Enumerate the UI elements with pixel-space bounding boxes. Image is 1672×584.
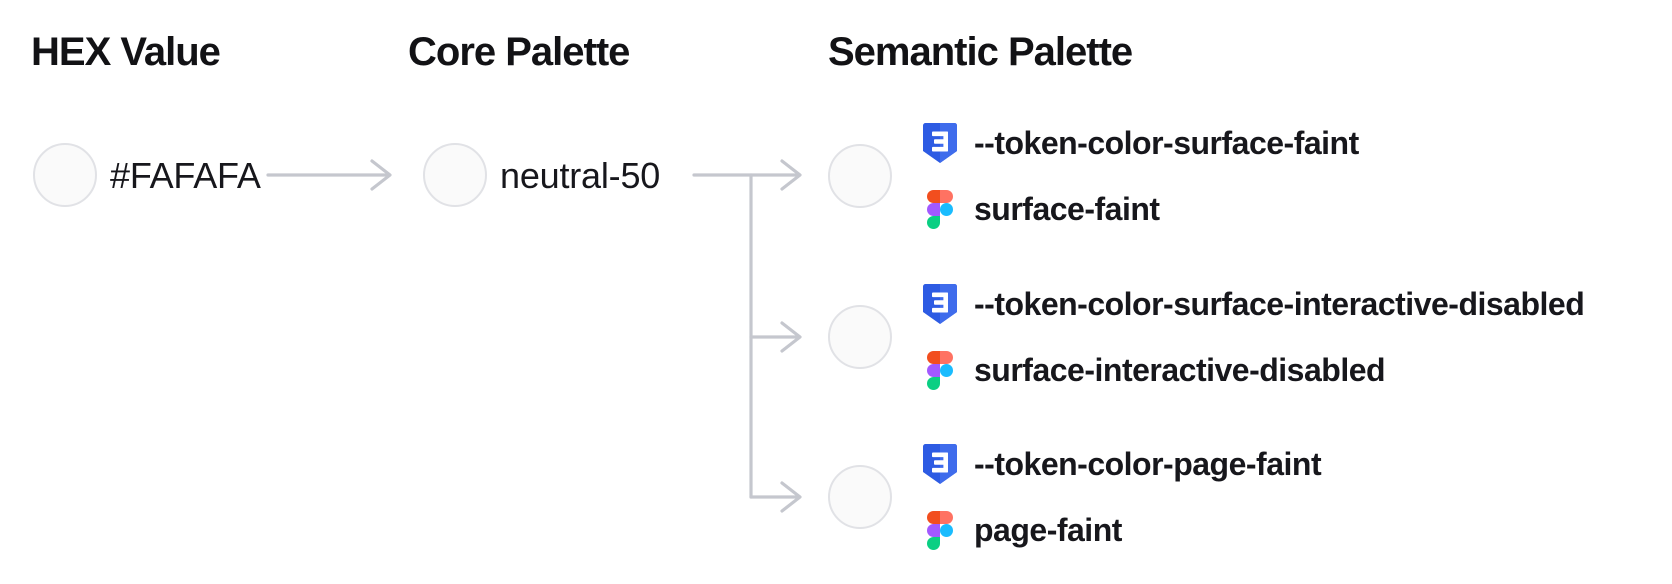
hex-value-label: #FAFAFA bbox=[110, 155, 261, 196]
figma-token-name: surface-interactive-disabled bbox=[974, 351, 1386, 388]
css-token-line: --token-color-page-faint bbox=[922, 442, 1322, 486]
core-color-swatch bbox=[423, 143, 487, 207]
css-variable-name: --token-color-surface-interactive-disabl… bbox=[974, 285, 1585, 322]
figma-icon bbox=[922, 510, 958, 550]
hex-color-swatch bbox=[33, 143, 97, 207]
semantic-color-swatch bbox=[828, 144, 892, 208]
arrowhead-surface-faint bbox=[780, 159, 802, 191]
css3-icon bbox=[922, 123, 958, 163]
column-header-core-palette: Core Palette bbox=[408, 30, 630, 74]
arrowhead-surface-interactive-disabled bbox=[780, 321, 802, 353]
css-variable-name: --token-color-page-faint bbox=[974, 445, 1322, 482]
semantic-color-swatch bbox=[828, 305, 892, 369]
css3-icon bbox=[922, 444, 958, 484]
arrowhead-page-faint bbox=[780, 481, 802, 513]
css-token-line: --token-color-surface-interactive-disabl… bbox=[922, 282, 1585, 326]
figma-icon bbox=[922, 350, 958, 390]
arrowhead-hex-to-core bbox=[370, 159, 392, 191]
figma-token-name: page-faint bbox=[974, 511, 1122, 548]
semantic-token-surface-interactive-disabled: --token-color-surface-interactive-disabl… bbox=[828, 282, 1585, 392]
semantic-token-surface-faint: --token-color-surface-faint surface-fain… bbox=[828, 121, 1359, 231]
semantic-color-swatch bbox=[828, 465, 892, 529]
column-header-hex-value: HEX Value bbox=[31, 30, 221, 74]
figma-icon bbox=[922, 189, 958, 229]
css-token-line: --token-color-surface-faint bbox=[922, 121, 1359, 165]
figma-token-line: page-faint bbox=[922, 508, 1321, 552]
column-header-semantic-palette: Semantic Palette bbox=[828, 30, 1133, 74]
css-variable-name: --token-color-surface-faint bbox=[974, 124, 1359, 161]
figma-token-line: surface-faint bbox=[922, 187, 1359, 231]
css3-icon bbox=[922, 284, 958, 324]
semantic-token-page-faint: --token-color-page-faint page-faint bbox=[828, 442, 1322, 552]
figma-token-name: surface-faint bbox=[974, 190, 1160, 227]
figma-token-line: surface-interactive-disabled bbox=[922, 348, 1584, 392]
core-token-label: neutral-50 bbox=[500, 155, 661, 196]
